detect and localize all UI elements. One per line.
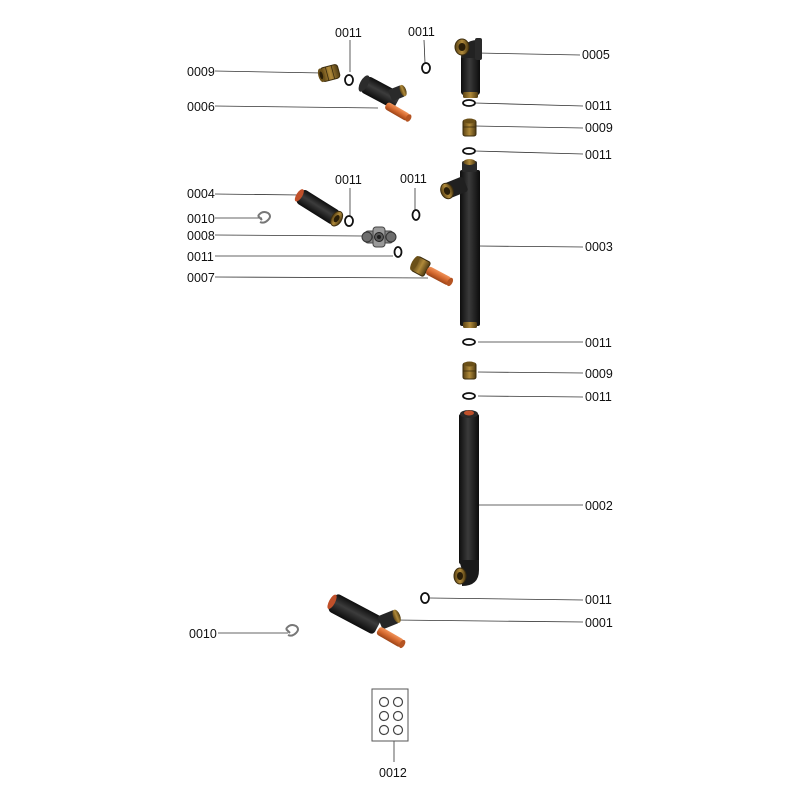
part-0012-oring-card xyxy=(371,688,409,742)
o-ring-0011 xyxy=(420,592,430,604)
o-ring-0011 xyxy=(411,209,421,221)
part-0005-elbow xyxy=(454,38,482,98)
label-0011: 0011 xyxy=(335,26,362,40)
label-0011: 0011 xyxy=(585,390,612,404)
label-0001: 0001 xyxy=(585,616,613,630)
label-0011: 0011 xyxy=(585,336,612,350)
label-0008: 0008 xyxy=(187,229,215,243)
part-0009-nut xyxy=(462,361,477,380)
label-0005: 0005 xyxy=(582,48,610,62)
part-0004-sleeve xyxy=(294,189,344,227)
part-0006-tee xyxy=(358,75,412,122)
label-0003: 0003 xyxy=(585,240,613,254)
part-0009-nut xyxy=(462,118,477,137)
o-ring-0011 xyxy=(421,62,431,74)
label-0004: 0004 xyxy=(187,187,215,201)
label-0011: 0011 xyxy=(335,173,362,187)
label-0011: 0011 xyxy=(408,25,435,39)
label-0010: 0010 xyxy=(187,212,215,226)
label-0009: 0009 xyxy=(187,65,215,79)
o-ring-0011 xyxy=(462,392,476,400)
part-0008-cross-fitting xyxy=(361,226,397,248)
label-0009: 0009 xyxy=(585,121,613,135)
part-0002-pipe xyxy=(453,410,479,586)
label-0006: 0006 xyxy=(187,100,215,114)
label-0002: 0002 xyxy=(585,499,613,513)
part-0007-copper-stub xyxy=(410,255,454,287)
label-0007: 0007 xyxy=(187,271,215,285)
part-0010-clip xyxy=(285,624,299,637)
label-0011: 0011 xyxy=(400,172,427,186)
o-ring-0011 xyxy=(462,99,476,107)
label-0010: 0010 xyxy=(189,627,217,641)
leader-lines xyxy=(214,39,584,762)
part-0010-clip xyxy=(257,211,271,224)
label-0011: 0011 xyxy=(187,250,214,264)
part-0001-tee xyxy=(327,594,406,649)
label-0011: 0011 xyxy=(585,99,612,113)
label-0011: 0011 xyxy=(585,148,612,162)
o-ring-0011 xyxy=(462,338,476,346)
label-0011: 0011 xyxy=(585,593,612,607)
label-0009: 0009 xyxy=(585,367,613,381)
o-ring-0011 xyxy=(344,74,354,86)
part-labels: 0011 0011 0005 0009 0006 0011 0009 0011 … xyxy=(187,25,613,780)
o-ring-0011 xyxy=(462,147,476,155)
o-ring-0011 xyxy=(344,215,354,227)
o-ring-0011 xyxy=(393,246,403,258)
part-0009-nut xyxy=(317,64,341,83)
label-0012: 0012 xyxy=(379,766,407,780)
part-0003-pipe xyxy=(440,159,480,328)
